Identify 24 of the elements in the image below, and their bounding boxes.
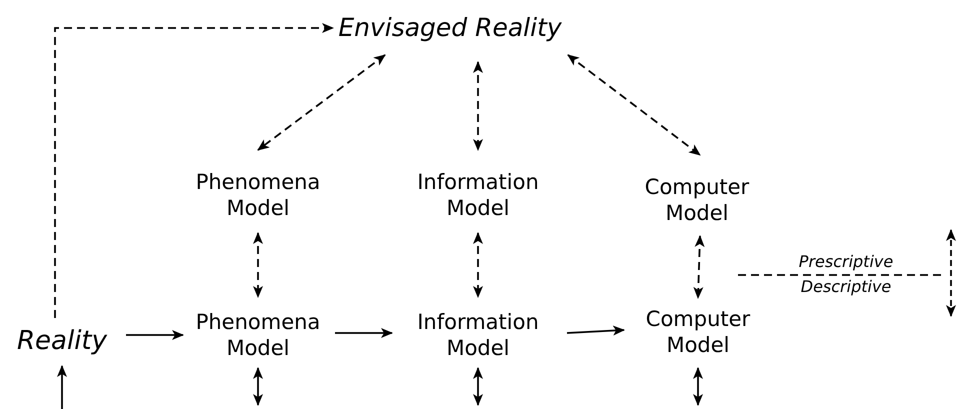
dashed-arrow bbox=[473, 61, 483, 151]
dashed-arrow bbox=[257, 54, 386, 151]
node-label: Computer Model bbox=[644, 306, 752, 358]
arrow bbox=[57, 365, 67, 409]
dashed-arrow bbox=[253, 232, 263, 298]
arrow bbox=[126, 330, 184, 340]
dashed-arrow bbox=[693, 235, 705, 299]
node-label: Computer Model bbox=[644, 174, 750, 226]
node-label: Information Model bbox=[416, 168, 540, 222]
node-label: Phenomena Model bbox=[194, 308, 322, 362]
dashed-arrow bbox=[54, 23, 334, 318]
dashed-arrow bbox=[473, 232, 483, 298]
arrow bbox=[253, 367, 263, 406]
arrow bbox=[335, 328, 393, 338]
side-label: Prescriptive bbox=[798, 252, 894, 271]
node-label: Phenomena Model bbox=[194, 168, 322, 222]
node-label: Information Model bbox=[416, 308, 540, 362]
side-label: Descriptive bbox=[800, 277, 892, 296]
node-label: Reality bbox=[16, 324, 108, 358]
arrow bbox=[473, 367, 483, 406]
arrow bbox=[566, 326, 625, 336]
node-label: Envisaged Reality bbox=[338, 12, 562, 44]
dashed-arrow bbox=[567, 54, 701, 156]
arrow bbox=[693, 367, 703, 406]
